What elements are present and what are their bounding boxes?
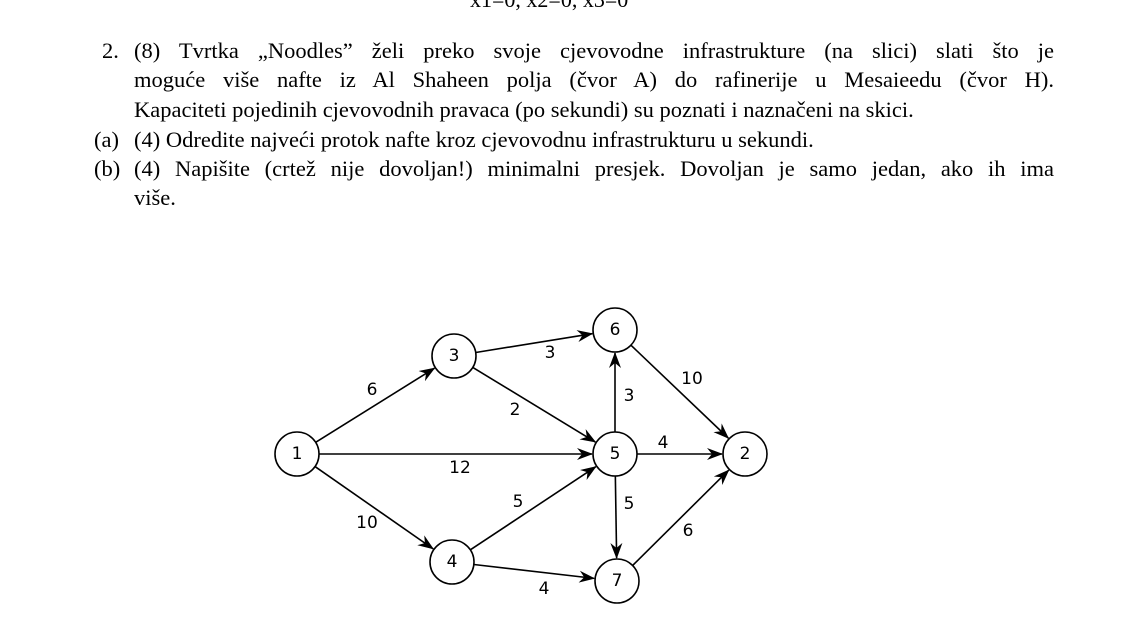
node-circle: [594, 558, 640, 604]
edge-1-4: [314, 465, 434, 550]
edge-capacity-label: 4: [658, 433, 669, 453]
node-7: 7: [594, 558, 640, 604]
node-circle: [722, 431, 768, 477]
task-number: 2.: [102, 38, 119, 63]
previous-task-fragment: x1=0, x2=0, x3=0: [470, 0, 628, 13]
node-label: 2: [740, 444, 751, 464]
task-line-2-text: moguće više nafte iz Al Shaheen polja (č…: [134, 67, 1054, 92]
edge-capacity-label: 3: [545, 343, 556, 363]
edge-capacity-label: 5: [624, 494, 635, 514]
node-circle: [429, 539, 475, 585]
node-1: 1: [274, 431, 320, 477]
nodes: 1 3 6 5 4 7 2: [274, 307, 768, 604]
edge-capacity-label: 6: [683, 521, 694, 541]
edge-4-5: [469, 466, 597, 551]
subtask-a-label: (a): [94, 127, 119, 152]
edge-7-2: [632, 469, 730, 567]
node-circle: [592, 307, 638, 353]
node-3: 3: [431, 333, 477, 379]
node-circle: [274, 431, 320, 477]
edge-5-7: [610, 475, 623, 560]
task-line-3: Kapaciteti pojedinih cjevovodnih pravaca…: [134, 97, 914, 122]
node-2: 2: [722, 431, 768, 477]
edge-3-6: [475, 330, 594, 354]
node-label: 1: [292, 444, 303, 464]
node-4: 4: [429, 539, 475, 585]
node-label: 3: [449, 346, 460, 366]
edge-capacity-label: 12: [449, 458, 471, 478]
node-5: 5: [592, 431, 638, 477]
node-label: 6: [610, 320, 621, 340]
task-line-1-text: (8) Tvrtka „Noodles” želi preko svoje cj…: [134, 38, 1054, 63]
edges: 6 12 10 3 2 5 4 3 4 5 10 6: [314, 330, 730, 599]
task-line-2: moguće više nafte iz Al Shaheen polja (č…: [134, 65, 1054, 94]
task-line-1: (8) Tvrtka „Noodles” želi preko svoje cj…: [134, 36, 1054, 65]
node-circle: [592, 431, 638, 477]
edge-capacity-label: 2: [510, 400, 521, 420]
subtask-b-line-1-text: (4) Napišite (crtež nije dovoljan!) mini…: [134, 156, 1054, 181]
edge-6-2: [630, 344, 730, 439]
edge-1-3: [315, 367, 436, 444]
edge-capacity-label: 3: [624, 386, 635, 406]
node-label: 7: [612, 571, 623, 591]
edge-capacity-label: 6: [367, 380, 378, 400]
edge-capacity-label: 4: [539, 579, 550, 599]
subtask-b-line-2: više.: [134, 185, 176, 210]
subtask-a-text: (4) Odredite najveći protok nafte kroz c…: [134, 127, 814, 152]
subtask-b-label: (b): [94, 156, 121, 181]
node-6: 6: [592, 307, 638, 353]
subtask-b-line-1: (4) Napišite (crtež nije dovoljan!) mini…: [134, 154, 1054, 183]
edge-3-5: [472, 366, 597, 443]
edge-capacity-label: 10: [681, 369, 703, 389]
node-label: 5: [610, 444, 621, 464]
node-label: 4: [447, 552, 458, 572]
edge-capacity-label: 10: [356, 513, 378, 533]
edge-4-7: [473, 563, 596, 583]
node-circle: [431, 333, 477, 379]
edge-capacity-label: 5: [513, 492, 524, 512]
